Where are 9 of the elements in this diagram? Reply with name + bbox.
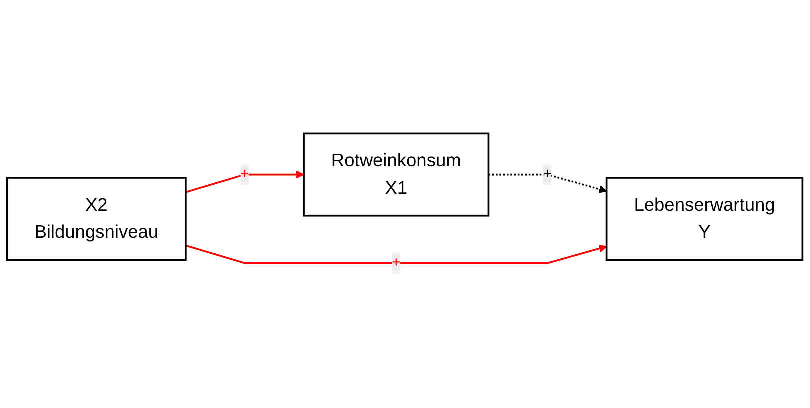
arrow xyxy=(488,174,608,194)
node-box: X2 Bildungsniveau xyxy=(6,177,187,262)
arrow xyxy=(186,170,304,194)
edge-label: + xyxy=(240,166,250,182)
edge-label: + xyxy=(392,255,401,271)
node-box: Rotweinkonsum X1 xyxy=(303,132,490,217)
arrow xyxy=(186,244,608,264)
node-box: Lebenserwartung Y xyxy=(606,177,804,262)
edge-label: + xyxy=(543,166,552,182)
